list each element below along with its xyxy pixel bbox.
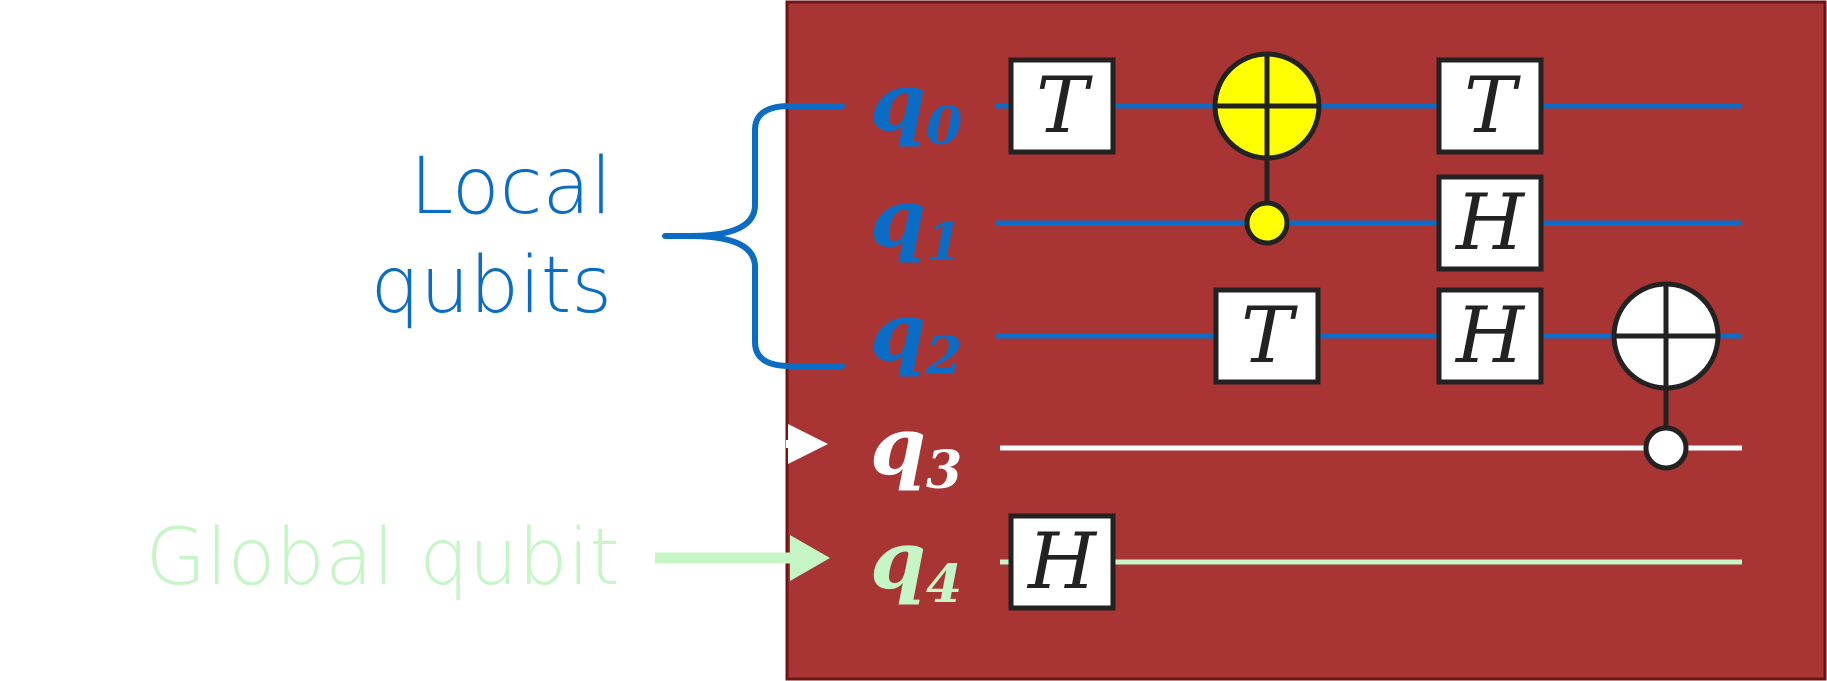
- cnot-gate-q1-to-q0: [1212, 51, 1322, 246]
- gate-h-q2: H: [1436, 287, 1544, 385]
- local-qubits-brace: [662, 103, 845, 369]
- gate-label: H: [1026, 517, 1098, 607]
- gate-label: H: [1454, 178, 1526, 268]
- gate-label: H: [1454, 291, 1526, 381]
- gate-h-q4: H: [1008, 513, 1116, 611]
- global-qubit-arrow: [655, 535, 830, 581]
- qubit-label-q4: q4: [870, 513, 962, 615]
- local-qubits-label-line1: Local: [410, 142, 612, 232]
- gate-label: T: [1036, 61, 1093, 151]
- cnot-gate-q3-to-q2: [1611, 281, 1721, 471]
- q3-arrow: [786, 424, 828, 464]
- global-qubit-label: Global qubit: [146, 513, 620, 603]
- gate-label: T: [1464, 61, 1521, 151]
- gate-t-q2: T: [1213, 287, 1321, 385]
- local-qubits-label-line2: qubits: [371, 241, 612, 331]
- control-dot: [1643, 425, 1689, 471]
- gate-t-q0: T: [1436, 57, 1544, 155]
- gate-h-q1: H: [1436, 174, 1544, 272]
- gate-t-q0: T: [1008, 57, 1116, 155]
- gate-label: T: [1241, 291, 1298, 381]
- control-dot: [1244, 200, 1290, 246]
